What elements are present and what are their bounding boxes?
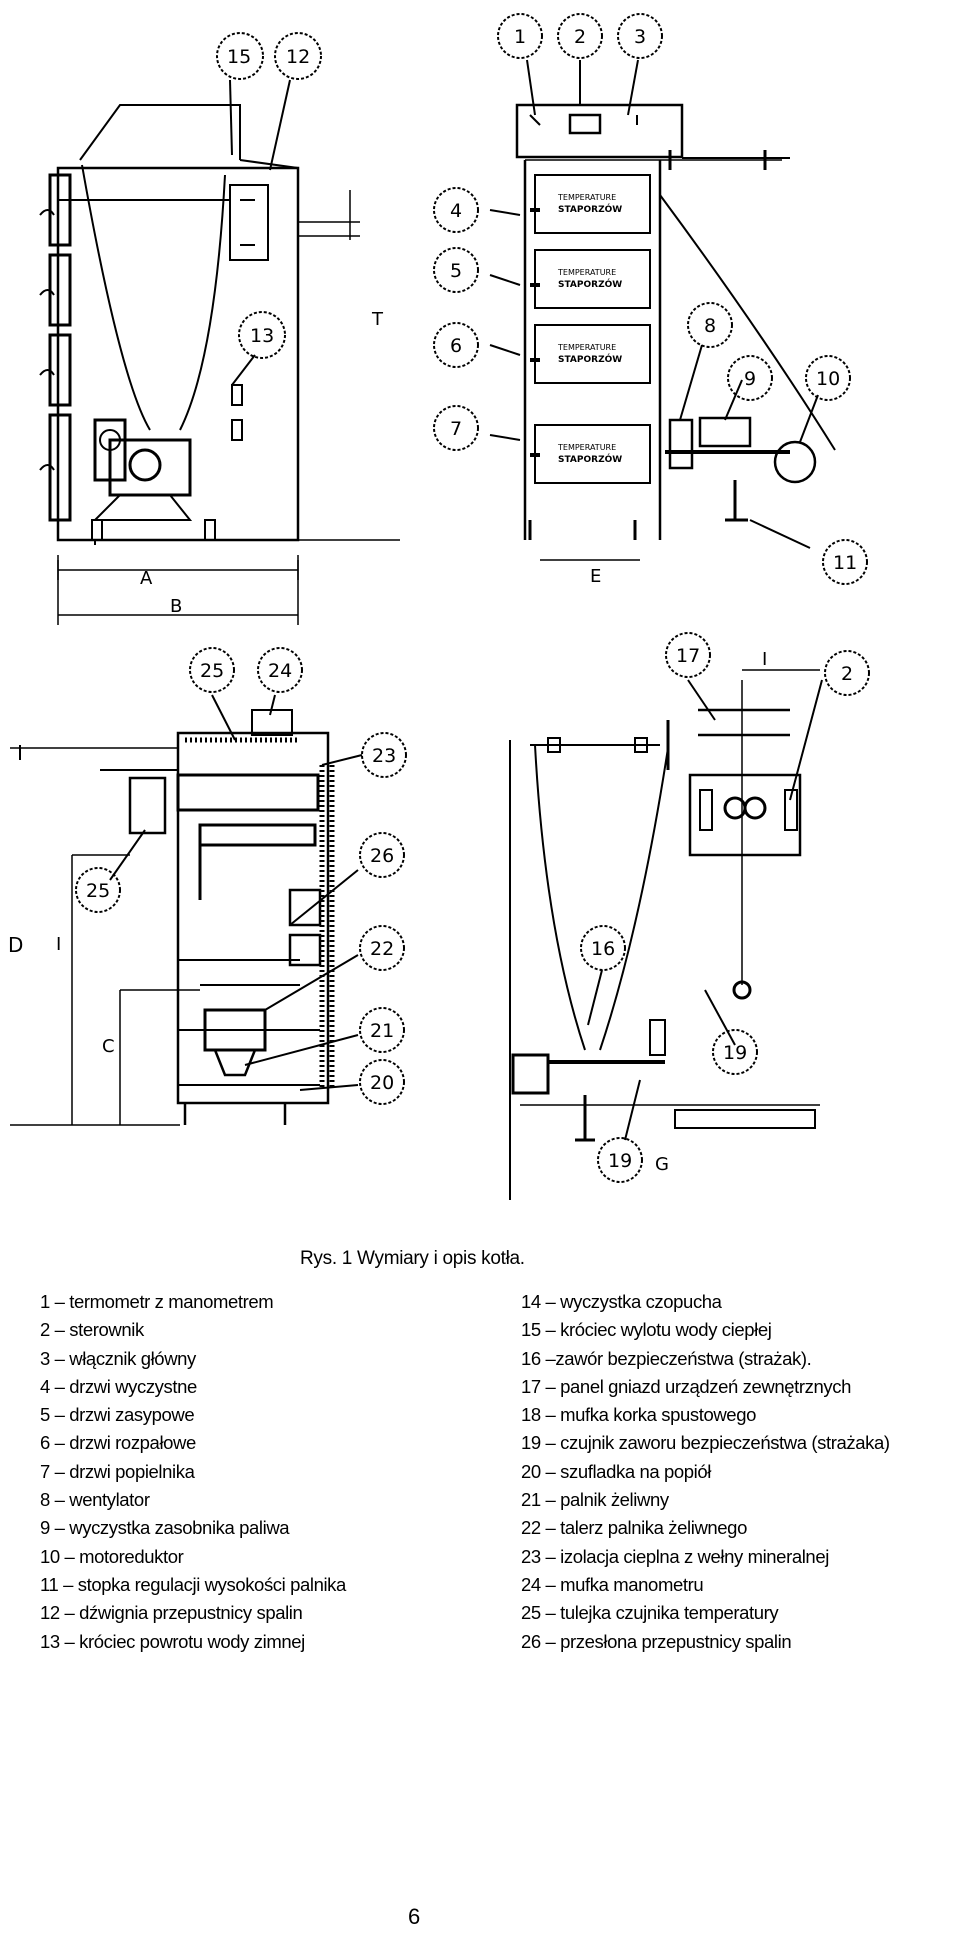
- callout-16: 16: [591, 938, 615, 960]
- panel-label-1: STAPORZÓW: [558, 203, 622, 215]
- panel-label-3: STAPORZÓW: [558, 353, 622, 365]
- panel-label-4: STAPORZÓW: [558, 453, 622, 465]
- legend-item: 15 – króciec wylotu wody ciepłej: [521, 1319, 772, 1341]
- side-view-drawing: [39, 32, 400, 625]
- callout-25: 25: [200, 660, 224, 682]
- callout-8: 8: [704, 315, 716, 337]
- rear-view-drawing: [509, 632, 870, 1200]
- callout-26: 26: [370, 845, 394, 867]
- page-number: 6: [408, 1904, 421, 1929]
- callout-19-b: 19: [608, 1150, 632, 1172]
- legend-item: 2 – sterownik: [40, 1319, 144, 1341]
- callout-9: 9: [744, 368, 756, 390]
- cross-section-drawing: [10, 647, 407, 1126]
- legend-item: 23 – izolacja cieplna z wełny mineralnej: [521, 1545, 829, 1567]
- callout-17: 17: [676, 645, 700, 667]
- legend-item: 3 – włącznik główny: [40, 1347, 196, 1369]
- legend-left-column: 1 – termometr z manometrem 2 – sterownik…: [40, 1288, 346, 1656]
- legend-item: 26 – przesłona przepustnicy spalin: [521, 1630, 792, 1652]
- callout-12: 12: [286, 46, 310, 68]
- callout-24: 24: [268, 660, 292, 682]
- callout-23: 23: [372, 745, 396, 767]
- figure-caption: Rys. 1 Wymiary i opis kotła.: [300, 1248, 525, 1269]
- callout-20: 20: [370, 1072, 394, 1094]
- legend-right-column: 14 – wyczystka czopucha 15 – króciec wyl…: [521, 1288, 890, 1656]
- panel-text-2: TEMPERATURE: [557, 268, 616, 277]
- callout-1: 1: [514, 26, 526, 48]
- callout-2-rear: 2: [841, 663, 853, 685]
- dim-label-a: A: [140, 568, 153, 589]
- callout-25-left: 25: [86, 880, 110, 902]
- legend-item: 14 – wyczystka czopucha: [521, 1291, 722, 1312]
- legend-item: 20 – szufladka na popiół: [521, 1460, 711, 1482]
- callout-21: 21: [370, 1020, 394, 1042]
- dim-label-e: E: [590, 566, 601, 587]
- boiler-technical-drawing: A B T 15 12 13: [8, 13, 870, 1200]
- dim-label-b: B: [170, 596, 182, 617]
- legend-item: 7 – drzwi popielnika: [40, 1460, 195, 1482]
- panel-text-1: TEMPERATURE: [557, 193, 616, 202]
- legend-item: 6 – drzwi rozpałowe: [40, 1432, 196, 1454]
- dim-label-d: D: [8, 933, 23, 957]
- legend-item: 24 – mufka manometru: [521, 1573, 704, 1595]
- panel-text-4: TEMPERATURE: [557, 443, 616, 452]
- legend-item: 10 – motoreduktor: [40, 1545, 184, 1567]
- legend-item: 16 –zawór bezpieczeństwa (strażak).: [521, 1347, 812, 1369]
- panel-text-3: TEMPERATURE: [557, 343, 616, 352]
- dim-label-i: I: [56, 934, 61, 955]
- legend-item: 1 – termometr z manometrem: [40, 1291, 274, 1312]
- dim-label-g: G: [655, 1154, 669, 1175]
- legend-item: 5 – drzwi zasypowe: [40, 1404, 195, 1426]
- callout-6: 6: [450, 335, 462, 357]
- legend-item: 8 – wentylator: [40, 1489, 150, 1511]
- legend-item: 22 – talerz palnika żeliwnego: [521, 1517, 747, 1539]
- panel-label-2: STAPORZÓW: [558, 278, 622, 290]
- callout-3: 3: [634, 26, 646, 48]
- callout-13: 13: [250, 325, 274, 347]
- front-view-drawing: [433, 13, 868, 585]
- dim-label-c: C: [102, 1036, 115, 1057]
- callout-7: 7: [450, 418, 462, 440]
- callout-22: 22: [370, 938, 394, 960]
- legend-item: 9 – wyczystka zasobnika paliwa: [40, 1517, 290, 1539]
- legend-item: 4 – drzwi wyczystne: [40, 1375, 197, 1397]
- callout-4: 4: [450, 200, 462, 222]
- callout-2: 2: [574, 26, 586, 48]
- legend-item: 17 – panel gniazd urządzeń zewnętrznych: [521, 1375, 851, 1397]
- legend-item: 18 – mufka korka spustowego: [521, 1404, 756, 1426]
- legend-item: 21 – palnik żeliwny: [521, 1489, 669, 1511]
- legend-item: 12 – dźwignia przepustnicy spalin: [40, 1602, 303, 1624]
- legend-item: 11 – stopka regulacji wysokości palnika: [40, 1573, 346, 1595]
- callout-19-a: 19: [723, 1042, 747, 1064]
- legend-item: 13 – króciec powrotu wody zimnej: [40, 1630, 305, 1652]
- callout-10: 10: [816, 368, 840, 390]
- dim-label-j: I: [762, 649, 767, 670]
- legend-item: 25 – tulejka czujnika temperatury: [521, 1602, 779, 1624]
- callout-15: 15: [227, 46, 251, 68]
- dim-label-t: T: [371, 309, 384, 330]
- callout-5: 5: [450, 260, 462, 282]
- callout-11: 11: [833, 552, 857, 574]
- legend-item: 19 – czujnik zaworu bezpieczeństwa (stra…: [521, 1432, 890, 1454]
